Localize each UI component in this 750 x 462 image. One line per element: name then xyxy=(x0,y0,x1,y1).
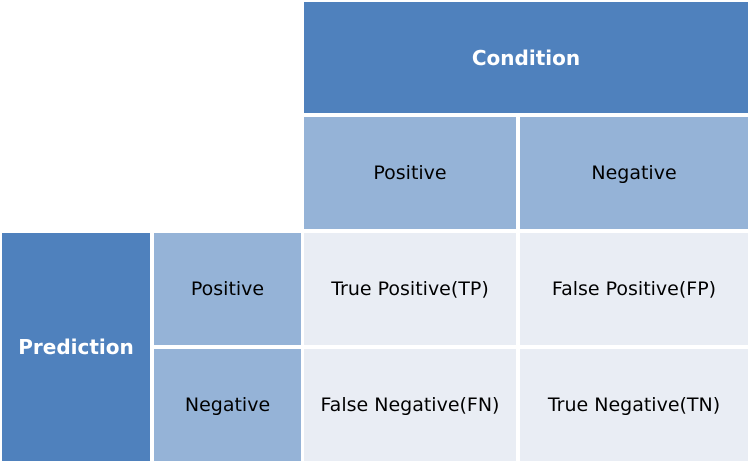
true-negative-cell: True Negative(TN) xyxy=(520,349,748,461)
prediction-positive-header: Positive xyxy=(154,233,301,345)
condition-negative-label: Negative xyxy=(591,162,677,184)
true-positive-cell: True Positive(TP) xyxy=(304,233,516,345)
condition-positive-label: Positive xyxy=(373,162,447,184)
prediction-negative-header: Negative xyxy=(154,349,301,461)
prediction-header: Prediction xyxy=(2,233,150,461)
false-positive-cell: False Positive(FP) xyxy=(520,233,748,345)
condition-positive-header: Positive xyxy=(304,117,516,229)
condition-negative-header: Negative xyxy=(520,117,748,229)
true-negative-label: True Negative(TN) xyxy=(547,394,721,416)
false-negative-cell: False Negative(FN) xyxy=(304,349,516,461)
prediction-positive-label: Positive xyxy=(190,278,265,300)
condition-label: Condition xyxy=(471,45,581,70)
prediction-label: Prediction xyxy=(18,335,134,359)
false-positive-label: False Positive(FP) xyxy=(551,278,717,300)
true-positive-label: True Positive(TP) xyxy=(331,278,489,300)
condition-header: Condition xyxy=(304,2,748,113)
false-negative-label: False Negative(FN) xyxy=(320,394,500,416)
prediction-negative-label: Negative xyxy=(184,394,271,416)
